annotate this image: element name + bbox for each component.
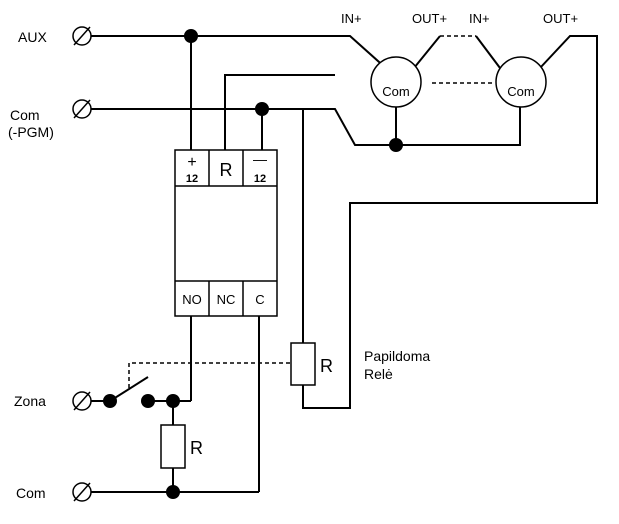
zona-label: Zona <box>14 393 46 409</box>
relay-no-label: NO <box>182 292 202 307</box>
detector-1 <box>370 56 422 108</box>
relay-minus-value: 12 <box>254 173 266 185</box>
relay-plus-value: 12 <box>186 173 198 185</box>
com-pgm-terminal <box>72 99 92 119</box>
relay-nc-label: NC <box>217 292 236 307</box>
relay-plus-symbol: + <box>187 154 196 171</box>
resistor-right-label: R <box>320 356 333 376</box>
relay-r-label: R <box>220 160 233 180</box>
com-label: Com <box>16 485 46 501</box>
detector-1-in-label: IN+ <box>341 11 362 26</box>
aux-terminal <box>72 26 92 46</box>
note-papildoma: Papildoma <box>364 348 430 364</box>
resistor-bottom-label: R <box>190 438 203 458</box>
relay-module <box>174 149 278 317</box>
aux-label: AUX <box>18 29 47 45</box>
zone-switch <box>109 376 149 402</box>
detector-2 <box>495 56 547 108</box>
relay-link-dashed <box>128 362 290 388</box>
relay-minus-symbol: — <box>253 151 267 167</box>
detector-1-out-label: OUT+ <box>412 11 447 26</box>
zona-terminal <box>72 391 92 411</box>
note-rele: Relė <box>364 366 393 382</box>
com-pgm-label-2: (-PGM) <box>8 124 54 140</box>
detector-2-in-label: IN+ <box>469 11 490 26</box>
detector-2-out-label: OUT+ <box>543 11 578 26</box>
com-terminal <box>72 482 92 502</box>
resistor-right <box>290 342 316 386</box>
com-pgm-label-1: Com <box>10 107 40 123</box>
relay-c-label: C <box>255 292 264 307</box>
detector-1-com-label: Com <box>382 84 409 99</box>
detector-2-com-label: Com <box>507 84 534 99</box>
resistor-bottom <box>160 424 186 469</box>
junction-dots <box>103 29 403 499</box>
